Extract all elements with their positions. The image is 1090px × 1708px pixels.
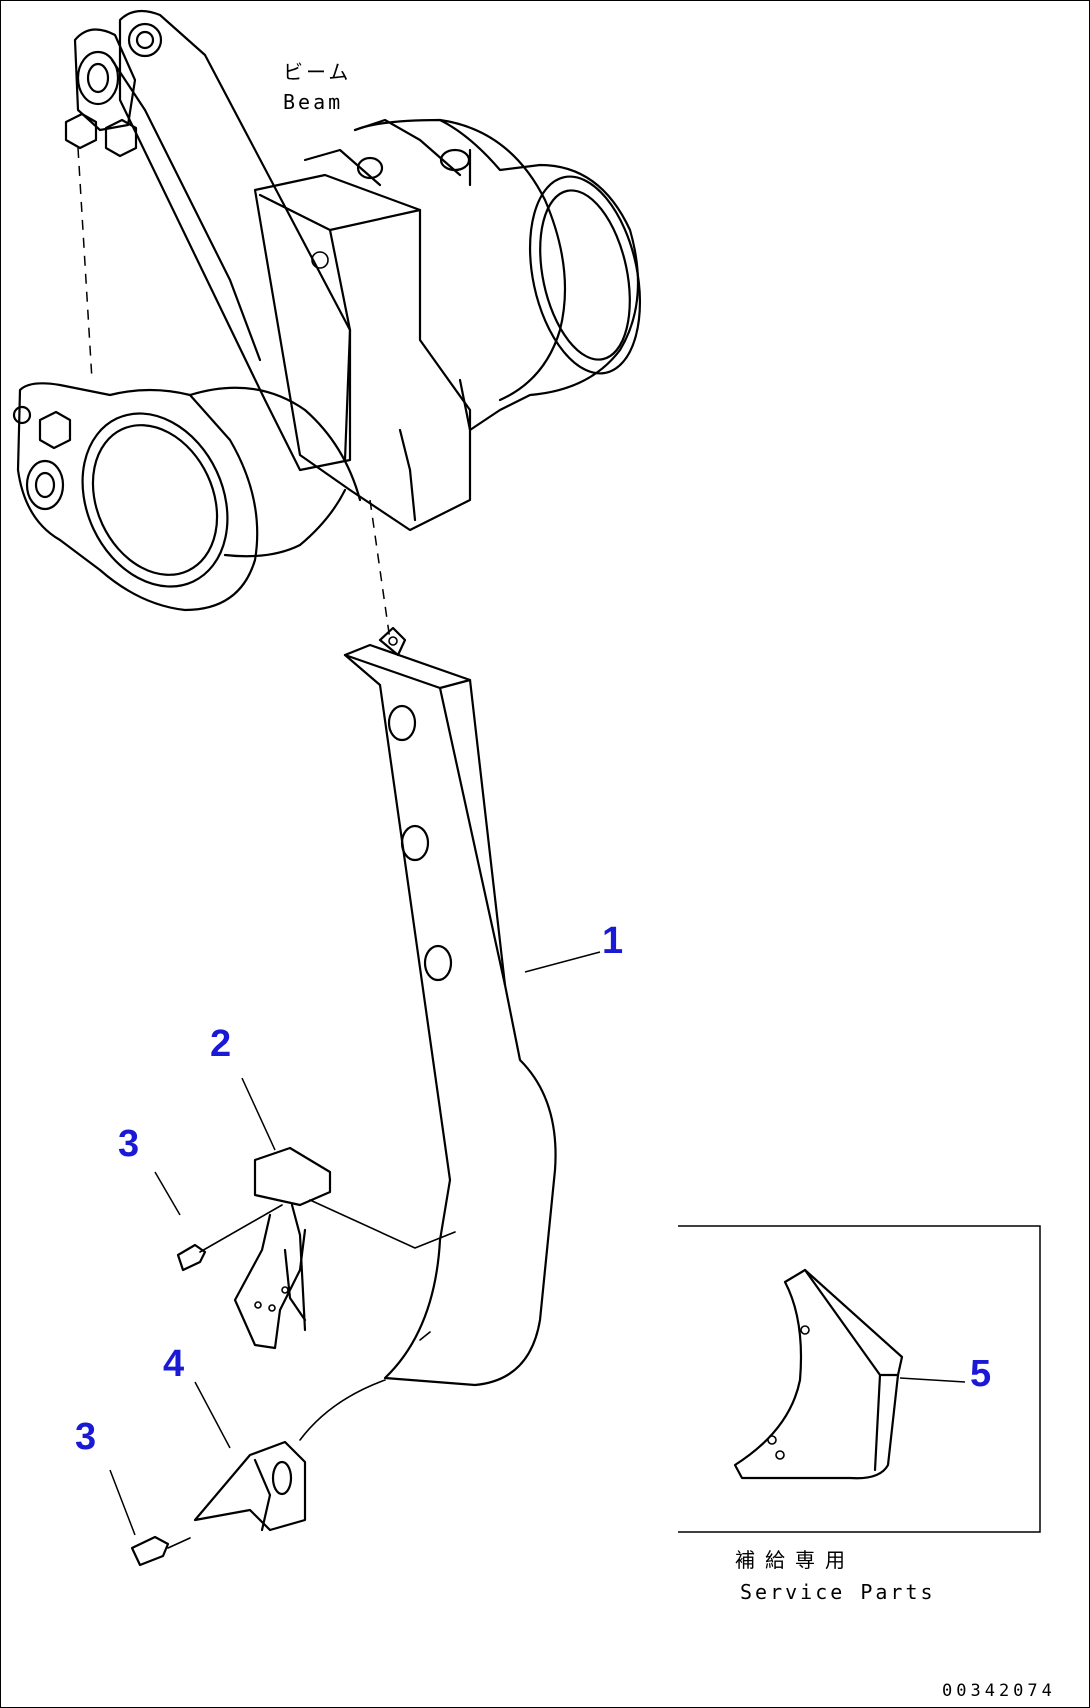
- callout-2: 2: [210, 1023, 232, 1065]
- callout-3-upper: 3: [118, 1123, 140, 1165]
- ripper-tip: [193, 1379, 386, 1532]
- service-parts-inset: [678, 1225, 1041, 1533]
- ripper-shank: [343, 626, 557, 1387]
- side-protector: [233, 1146, 456, 1350]
- drawing-number: 00342074: [942, 1681, 1056, 1701]
- beam-label-en: Beam: [283, 90, 344, 114]
- callout-4: 4: [163, 1343, 185, 1385]
- callout-leaders: [109, 951, 966, 1536]
- callout-1: 1: [602, 920, 624, 962]
- callout-5: 5: [970, 1353, 992, 1395]
- service-parts-label-jp: 補給専用: [735, 1548, 855, 1572]
- callout-3-lower: 3: [75, 1416, 97, 1458]
- pin-upper: [176, 1204, 283, 1272]
- beam-assembly: [12, 9, 642, 641]
- pin-lower: [130, 1535, 191, 1567]
- beam-label-jp: ビーム: [283, 60, 352, 84]
- service-parts-label-en: Service Parts: [740, 1580, 936, 1604]
